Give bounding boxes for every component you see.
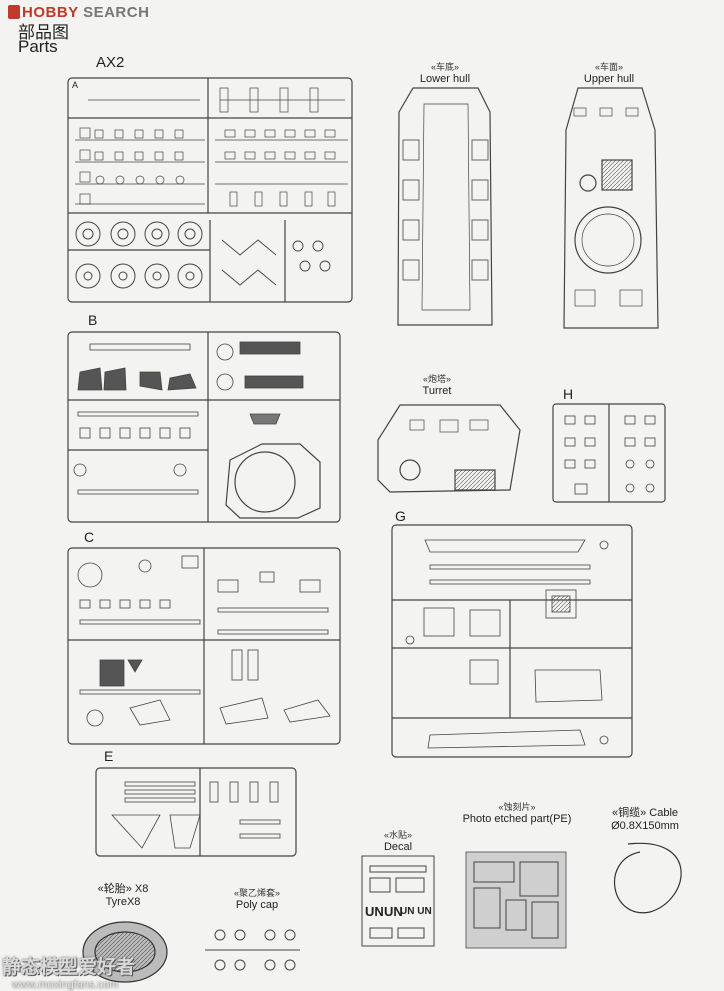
cable-drawing [613,842,682,914]
cable-label-cn: «铜缆» Cable [611,807,679,819]
bottom-watermark: 静态模型爱好者 www.moxingfans.com [2,952,135,991]
sprue-e [95,767,297,857]
logo-icon [8,5,20,19]
page-title-cn: 部品图 [18,23,69,42]
upper-hull-label-cn: «车面» [594,62,623,72]
turret-label: «炮塔» Turret [412,372,462,397]
polycap-label: «聚乙烯套» Poly cap [222,886,292,911]
sprue-g [391,524,633,758]
logo-text-right: SEARCH [83,4,150,21]
lower-hull-label-cn: «车底» [430,62,459,72]
lower-hull [397,87,493,326]
pe-label: «蚀刻片» Photo etched part(PE) [452,800,582,825]
page-title-en: Parts [18,37,58,56]
sprue-label-g: G [395,508,406,524]
cable-label-size: Ø0.8X150mm [611,820,679,832]
sprue-h [552,403,666,503]
polycap-label-en: Poly cap [235,899,279,911]
polycap-label-cn: «聚乙烯套» [233,888,280,898]
cable-label: «铜缆» Cable Ø0.8X150mm [600,804,690,832]
sprue-b [67,331,341,523]
sprue-a [67,77,353,303]
sprue-label-c: C [84,529,95,545]
sprue-label-ax2: AX2 [96,54,125,71]
tyre-label: «轮胎» X8 TyreX8 [88,880,158,908]
tyre-drawing [82,921,168,983]
decal-un-3: UN UN [400,906,432,917]
decal-sheet [361,855,435,947]
sprue-label-e: E [104,748,114,764]
watermark-cn: 静态模型爱好者 [2,957,136,978]
logo-text-left: HOBBY [22,4,79,21]
tyre-label-cn: «轮胎» X8 [97,883,149,895]
hobbysearch-logo: HOBBY SEARCH [8,4,149,21]
sprue-c [67,547,341,745]
decal-un-2: UN [384,904,403,919]
turret [377,404,521,493]
turret-label-cn: «炮塔» [422,374,451,384]
upper-hull-label-en: Upper hull [583,73,635,85]
watermark-url: www.moxingfans.com [12,979,119,991]
sprue-label-h: H [563,386,574,402]
upper-hull [563,87,659,329]
upper-hull-label: «车面» Upper hull [574,60,644,85]
decal-label: «水贴» Decal [368,828,428,853]
decal-label-en: Decal [383,841,413,853]
pe-label-cn: «蚀刻片» [498,802,536,812]
decal-label-cn: «水贴» [383,830,412,840]
lower-hull-label-en: Lower hull [419,73,471,85]
tyre-label-en: TyreX8 [105,896,141,908]
photo-etched-sheet [465,851,567,949]
decal-un-1: UN [365,904,384,919]
pe-label-en: Photo etched part(PE) [462,813,572,825]
lower-hull-label: «车底» Lower hull [410,60,480,85]
polycap-drawing [205,929,300,971]
sprue-a-corner-letter: A [72,80,79,90]
sprue-label-b: B [88,312,98,328]
turret-label-en: Turret [422,385,452,397]
